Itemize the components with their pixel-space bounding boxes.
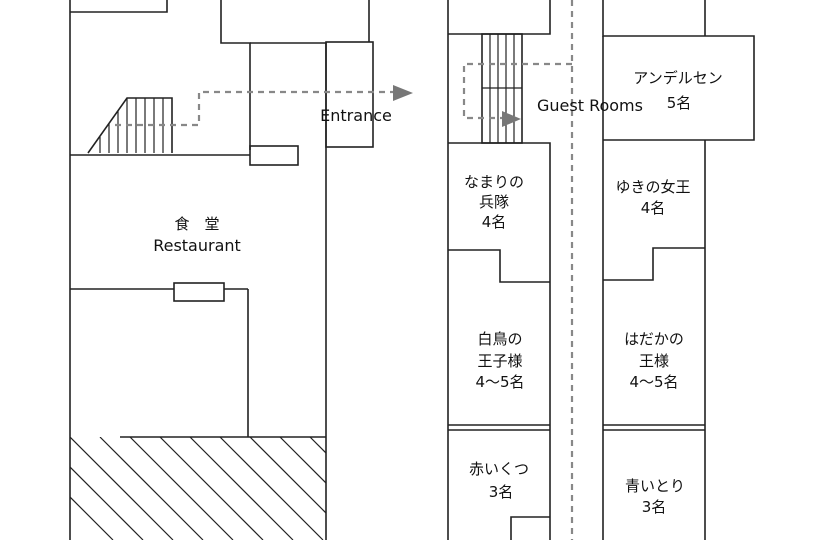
room-hakucho-name-line1: 白鳥の — [477, 330, 522, 348]
entrance-label: Entrance — [320, 106, 392, 125]
room-namari-name-line1: なまりの — [464, 173, 524, 191]
left-building — [69, 0, 374, 540]
hatched-area — [70, 437, 326, 540]
room-andersen-name: アンデルセン — [633, 69, 722, 87]
room-aoi-name: 青いとり — [625, 477, 685, 495]
room-hakucho-capacity: 4～5名 — [475, 373, 524, 391]
room-andersen-capacity: 5名 — [667, 94, 692, 112]
guest-rooms-arrow — [502, 111, 521, 127]
room-hadaka-name-line2: 王様 — [639, 352, 669, 370]
guest-rooms-path — [462, 0, 574, 540]
room-akai-name: 赤いくつ — [469, 460, 529, 478]
restaurant-label-en: Restaurant — [153, 236, 241, 255]
room-yuki-name: ゆきの女王 — [615, 178, 690, 196]
room-hadaka-capacity: 4～5名 — [629, 373, 678, 391]
room-aoi-capacity: 3名 — [642, 498, 667, 516]
room-namari-name-line2: 兵隊 — [479, 193, 509, 211]
entrance-arrow — [393, 85, 413, 101]
room-hadaka-name-line1: はだかの — [624, 330, 684, 348]
room-namari-capacity: 4名 — [482, 213, 507, 231]
room-hakucho-name-line2: 王子様 — [477, 352, 522, 370]
entrance-path — [115, 85, 413, 127]
guest-rooms-label: Guest Rooms — [537, 96, 643, 115]
restaurant-label-jp: 食 堂 — [174, 215, 219, 233]
room-yuki-capacity: 4名 — [641, 199, 666, 217]
staircase-left — [87, 97, 173, 154]
right-building — [447, 0, 755, 540]
room-akai-capacity: 3名 — [489, 483, 514, 501]
